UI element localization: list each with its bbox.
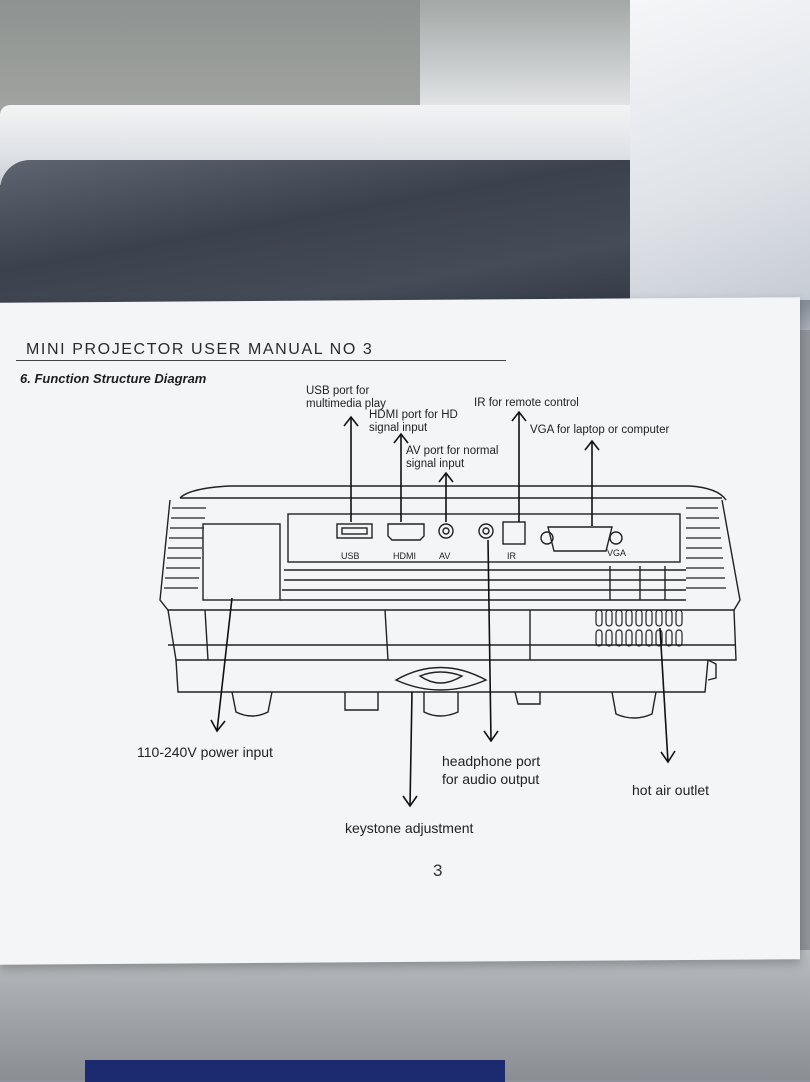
port-label-av: AV xyxy=(439,551,451,561)
vga-port-shape xyxy=(547,526,613,552)
manual-header-title: MINI PROJECTOR USER MANUAL NO 3 xyxy=(26,341,374,358)
plastic-bag xyxy=(0,160,720,310)
callout-av: AV port for normal signal input xyxy=(406,445,499,470)
page-number: 3 xyxy=(433,861,443,880)
usb-port-shape xyxy=(336,523,373,539)
port-label-usb: USB xyxy=(341,551,360,561)
av-port-shape xyxy=(438,523,454,539)
header-rule xyxy=(16,360,506,361)
hdmi-port-shape xyxy=(387,523,425,541)
power-socket xyxy=(202,523,281,601)
ir-sensor-shape xyxy=(502,521,526,545)
port-label-hdmi: HDMI xyxy=(393,551,416,561)
port-label-vga: VGA xyxy=(607,548,627,558)
callout-ir: IR for remote control xyxy=(474,397,579,409)
callout-hot-air: hot air outlet xyxy=(632,782,710,798)
callout-vga: VGA for laptop or computer xyxy=(530,424,670,436)
section-title: 6. Function Structure Diagram xyxy=(20,371,207,386)
table-surface xyxy=(0,950,810,1080)
keystone-wheel xyxy=(394,666,488,691)
cardboard-corner xyxy=(0,0,420,120)
callout-hdmi: HDMI port for HD signal input xyxy=(369,409,458,434)
headphone-port-shape xyxy=(478,523,494,539)
port-label-ir: IR xyxy=(507,551,516,561)
callout-keystone: keystone adjustment xyxy=(345,820,474,836)
callout-power: 110-240V power input xyxy=(137,744,273,760)
foam-block xyxy=(630,0,810,300)
blue-object xyxy=(85,1060,505,1082)
callout-usb: USB port for multimedia play xyxy=(306,385,386,410)
callout-headphone: headphone port for audio output xyxy=(442,753,541,787)
